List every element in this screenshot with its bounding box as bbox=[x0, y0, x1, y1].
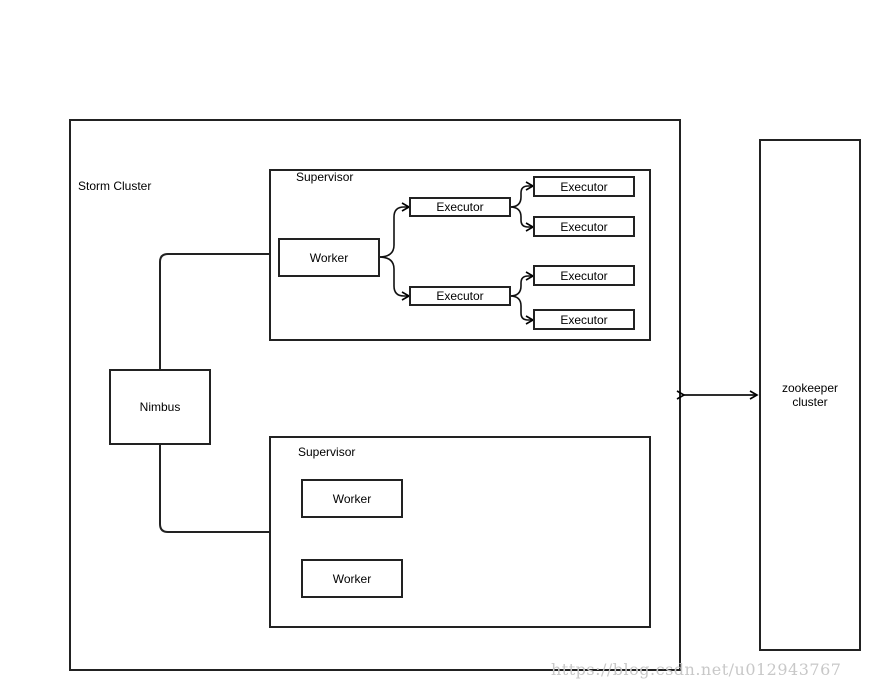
sub-executor-1-label: Executor bbox=[560, 179, 608, 194]
watermark: https://blog.csdn.net/u012943767 bbox=[551, 660, 842, 679]
sub-executor-2: Executor bbox=[533, 216, 635, 237]
zookeeper-cluster-label: zookeeper cluster bbox=[781, 381, 839, 409]
zookeeper-cluster-box: zookeeper cluster bbox=[759, 139, 861, 651]
supervisor-top-title: Supervisor bbox=[296, 170, 354, 184]
executor-2-to-sub-3-line bbox=[509, 271, 535, 297]
nimbus-label: Nimbus bbox=[139, 400, 181, 414]
executor-1-to-sub-1-line bbox=[509, 181, 535, 208]
worker-bottom-2-label: Worker bbox=[332, 571, 372, 586]
executor-2-to-sub-4-line bbox=[509, 295, 535, 325]
sub-executor-4-label: Executor bbox=[560, 312, 608, 327]
worker-bottom-2: Worker bbox=[301, 559, 403, 598]
worker-top-label: Worker bbox=[309, 250, 349, 265]
sub-executor-3-label: Executor bbox=[560, 268, 608, 283]
worker-top: Worker bbox=[278, 238, 380, 277]
sub-executor-1: Executor bbox=[533, 176, 635, 197]
worker-bottom-1-label: Worker bbox=[332, 491, 372, 506]
executor-1-to-sub-2-line bbox=[509, 206, 535, 232]
supervisor-bottom-title: Supervisor bbox=[298, 445, 356, 459]
nimbus-to-supervisor-bottom-line bbox=[159, 444, 270, 533]
executor-2: Executor bbox=[409, 286, 511, 306]
storm-cluster-title: Storm Cluster bbox=[78, 179, 152, 193]
executor-1-label: Executor bbox=[436, 200, 484, 214]
nimbus-to-supervisor-top-line bbox=[159, 253, 270, 370]
sub-executor-3: Executor bbox=[533, 265, 635, 286]
worker-bottom-1: Worker bbox=[301, 479, 403, 518]
worker-to-executor-2-line bbox=[378, 256, 411, 301]
sub-executor-4: Executor bbox=[533, 309, 635, 330]
worker-to-executor-1-line bbox=[378, 202, 411, 258]
executor-2-label: Executor bbox=[436, 289, 484, 303]
executor-1: Executor bbox=[409, 197, 511, 217]
nimbus-box: Nimbus bbox=[109, 369, 211, 445]
sub-executor-2-label: Executor bbox=[560, 219, 608, 234]
